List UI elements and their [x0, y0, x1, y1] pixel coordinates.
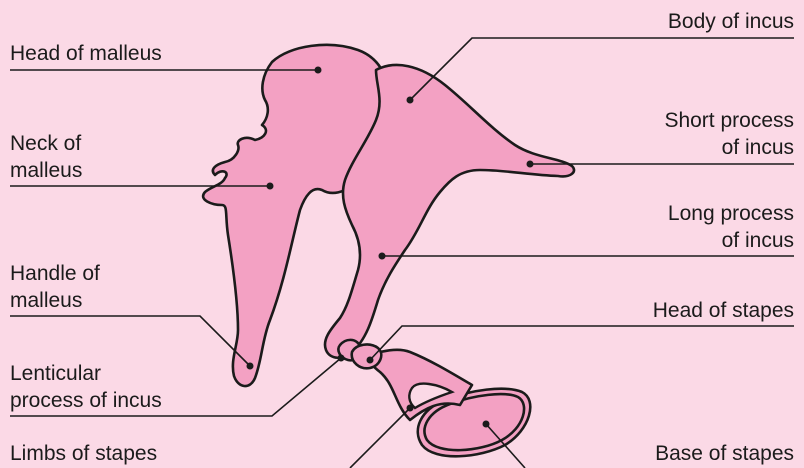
label-neck-of-malleus-line1: Neck of: [10, 130, 81, 157]
label-neck-of-malleus-line2: malleus: [10, 157, 82, 184]
label-lenticular-process-line2: process of incus: [10, 387, 162, 414]
label-limbs-of-stapes: Limbs of stapes: [10, 440, 157, 467]
label-handle-of-malleus-line1: Handle of: [10, 260, 100, 287]
label-head-of-malleus: Head of malleus: [10, 40, 162, 67]
stapes-head: [352, 345, 382, 369]
label-long-process-line1: Long process: [668, 200, 794, 227]
label-head-of-stapes: Head of stapes: [653, 297, 794, 324]
label-body-of-incus: Body of incus: [668, 8, 794, 35]
label-base-of-stapes: Base of stapes: [655, 440, 794, 467]
label-lenticular-process-line1: Lenticular: [10, 360, 101, 387]
label-short-process-line1: Short process: [664, 107, 794, 134]
label-short-process-line2: of incus: [722, 134, 794, 161]
label-handle-of-malleus-line2: malleus: [10, 287, 82, 314]
label-long-process-line2: of incus: [722, 227, 794, 254]
